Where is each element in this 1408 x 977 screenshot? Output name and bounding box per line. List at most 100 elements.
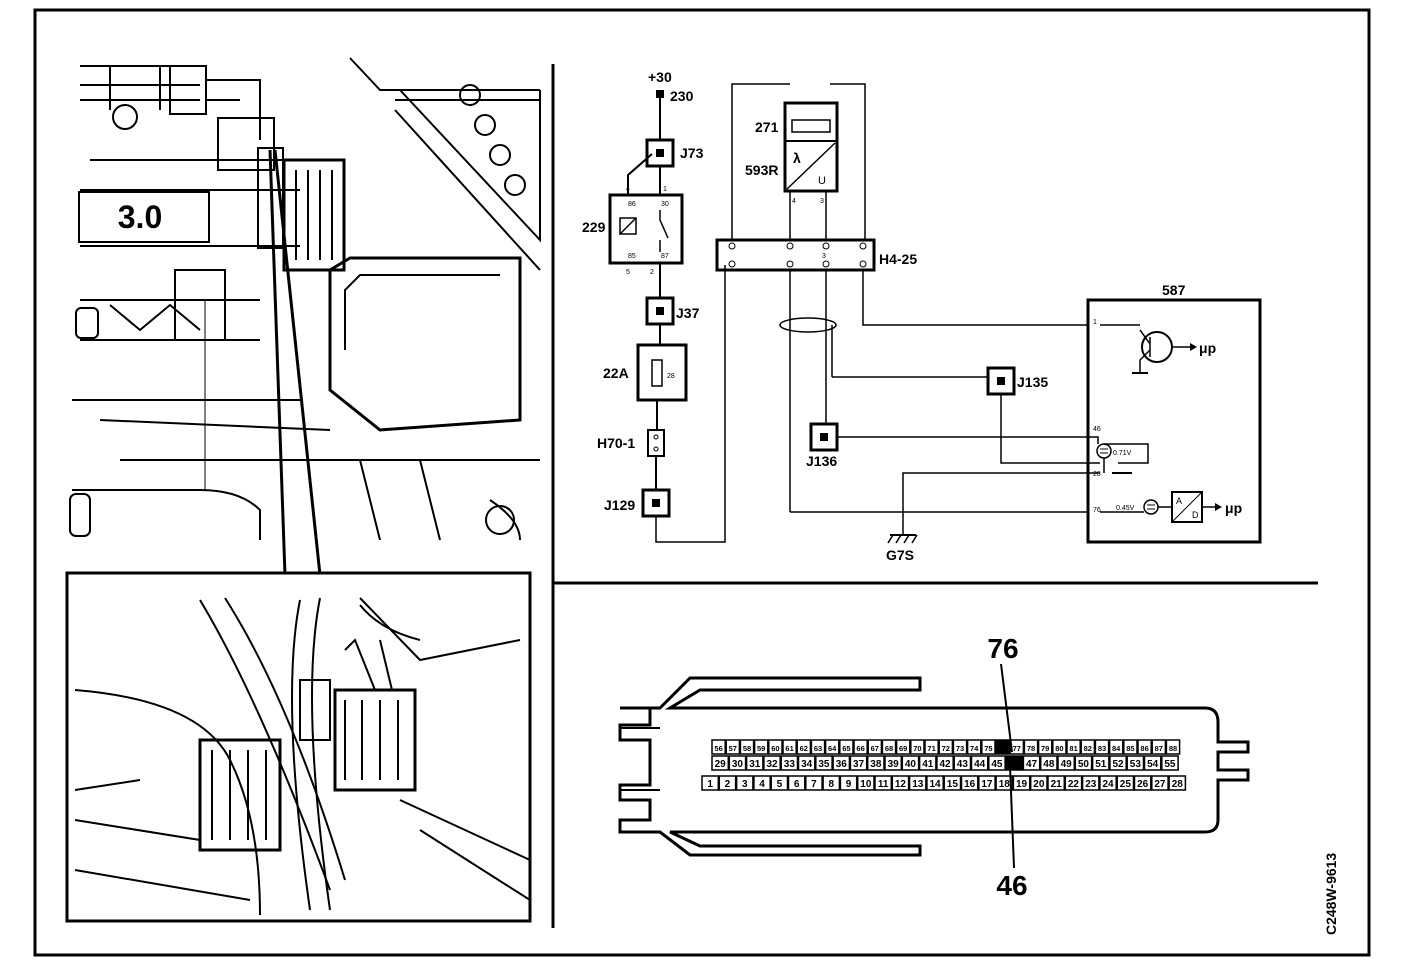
connector-pin-number: 86 [1140, 744, 1148, 753]
connector-pin-cell [952, 739, 968, 755]
connector-pin-number: 17 [981, 779, 993, 790]
connector-pin-number: 56 [714, 744, 722, 753]
connector-pin-number: 27 [1154, 779, 1166, 790]
svg-text:3: 3 [822, 253, 826, 260]
connector-pin-cell [745, 755, 764, 771]
connector-pin-number: 6 [794, 779, 800, 790]
relay-229-label: 229 [582, 219, 606, 235]
connector-pin-cell [1137, 739, 1152, 755]
connector-pin-cell [1074, 755, 1093, 771]
connector-pin-number: 84 [1112, 744, 1121, 753]
connector-pin-cell [936, 755, 954, 771]
connector-pin-number: 42 [939, 759, 951, 770]
connector-pin-number: 85 [1126, 744, 1134, 753]
connector-pin-cell [832, 755, 851, 771]
ecu-output-2-label: μp [1225, 500, 1242, 516]
connector-housing [618, 676, 1250, 857]
connector-pin-number: 8 [828, 779, 834, 790]
svg-text:1: 1 [663, 186, 667, 193]
connector-pin-cell [810, 739, 826, 755]
connector-pin-cell [1039, 755, 1058, 771]
svg-text:0.71V: 0.71V [1113, 450, 1132, 457]
connector-pin-cell [1133, 775, 1152, 791]
junction-j136-label: J136 [806, 453, 837, 469]
connector-pin-cell [739, 739, 755, 755]
connector-pin-number: 30 [732, 759, 744, 770]
connector-pin-cell [866, 755, 885, 771]
connector-pin-cell [901, 755, 920, 771]
connector-pin-number: 54 [1147, 759, 1159, 770]
connector-pin-number: 37 [853, 759, 865, 770]
connector-pin-number: 32 [766, 759, 778, 770]
connector-pin-number: 75 [984, 744, 992, 753]
connector-pin-cell [1029, 775, 1048, 791]
svg-text:28: 28 [1093, 471, 1101, 478]
connector-pin-cell [839, 775, 858, 791]
connector-pin-number: 62 [800, 744, 808, 753]
connector-pin-cell [768, 739, 783, 755]
connector-pin-cell [918, 755, 937, 771]
connector-pin-number: 63 [814, 744, 822, 753]
connector-pin-number: 9 [846, 779, 852, 790]
connector-pin-cell [1022, 755, 1041, 771]
connector-pin-number: 18 [999, 779, 1011, 790]
connector-pin-cell [753, 775, 771, 791]
connector-pin-number: 31 [749, 759, 761, 770]
outer-frame [33, 8, 1371, 957]
voltage-source-2 [1143, 499, 1159, 515]
connector-pin-cell [770, 775, 789, 791]
svg-text:86: 86 [628, 201, 636, 208]
connector-pin-cell [725, 739, 741, 755]
ecu-output-1-label: μp [1199, 340, 1216, 356]
connector-pin-number: 58 [743, 744, 751, 753]
connector-pin-number: 29 [715, 759, 727, 770]
fuse-22a-box [636, 343, 688, 402]
connector-pin-number: 26 [1137, 779, 1149, 790]
connector-pin-cell [924, 739, 939, 755]
connector-pin-cell [874, 775, 893, 791]
connector-pin-cell [1143, 755, 1162, 771]
connector-pin-number: 35 [818, 759, 830, 770]
wiring-schematic: +30 230 J73 229 4 1 86 30 85 87 5 2 J37 … [582, 69, 1262, 563]
connector-pin-number: 24 [1102, 779, 1114, 790]
connector-h70-label: H70-1 [597, 435, 635, 451]
connector-pin-cell [891, 775, 910, 791]
connector-pin-number: 22 [1068, 779, 1080, 790]
svg-text:85: 85 [628, 253, 636, 260]
connector-pin-number: 50 [1078, 759, 1090, 770]
connector-pin-cell [1052, 739, 1067, 755]
connector-pin-number: 73 [956, 744, 964, 753]
connector-pin-cell [1099, 775, 1117, 791]
ecu-587-box [1086, 298, 1262, 544]
connector-pin-cell [938, 739, 954, 755]
connector-pin-number: 21 [1051, 779, 1063, 790]
connector-pin-cell [1109, 755, 1127, 771]
svg-text:87: 87 [661, 253, 669, 260]
connector-pin-number: 40 [905, 759, 917, 770]
connector-pin-cell [981, 739, 996, 755]
connector-pin-cell [787, 775, 806, 791]
connector-pin-cell [895, 739, 911, 755]
connector-pin-cell [1168, 775, 1187, 791]
callout-pin-76: 76 [987, 633, 1018, 664]
supply-wire-label: 230 [670, 88, 694, 104]
transistor-symbol [1141, 331, 1173, 363]
connector-pin-number: 70 [913, 744, 921, 753]
connector-pin-cell [1009, 739, 1025, 755]
connector-pin-number: 88 [1169, 744, 1177, 753]
ecu-587-label: 587 [1162, 282, 1186, 298]
svg-text:A: A [1176, 496, 1182, 506]
connector-pin-number: 72 [942, 744, 950, 753]
connector-pin-number: 69 [899, 744, 907, 753]
connector-pin-cell [1094, 739, 1110, 755]
connector-pin-number: 41 [922, 759, 934, 770]
connector-pin-number: 4 [759, 779, 765, 790]
connector-pin-cell [824, 739, 840, 755]
connector-pin-cell [1081, 775, 1100, 791]
connector-pin-number: 5 [777, 779, 783, 790]
connector-pin-cell [995, 775, 1014, 791]
connector-pin-number: 14 [929, 779, 941, 790]
